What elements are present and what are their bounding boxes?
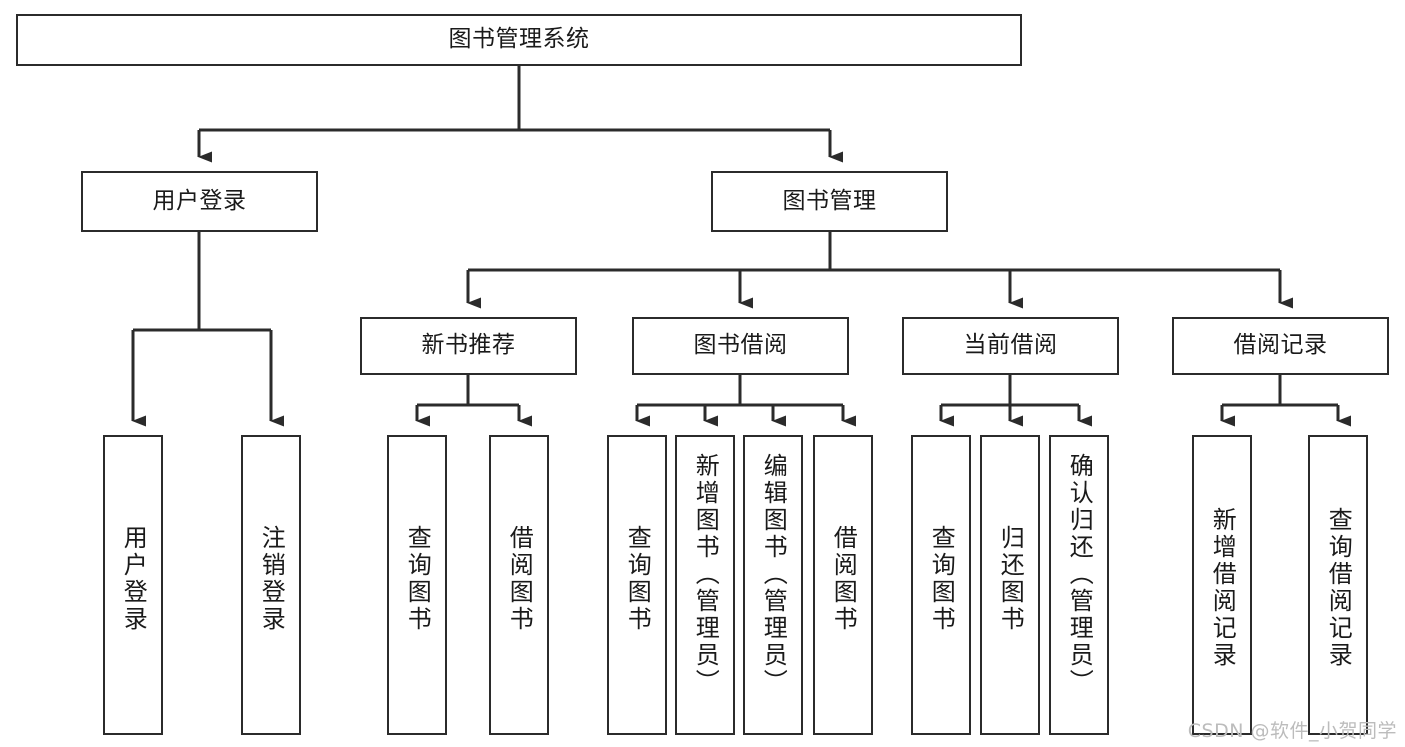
node-label: 归还图书 <box>996 525 1025 633</box>
leaf-borrow-record-query[interactable]: 查询借阅记录 <box>1308 435 1368 735</box>
node-book-management[interactable]: 图书管理 <box>711 171 948 232</box>
node-label: 用户登录 <box>119 525 148 633</box>
leaf-book-borrow-edit-admin[interactable]: 编辑图书（管理员） <box>743 435 803 735</box>
node-user-login[interactable]: 用户登录 <box>81 171 318 232</box>
leaf-book-borrow-query[interactable]: 查询图书 <box>607 435 667 735</box>
leaf-current-borrow-query[interactable]: 查询图书 <box>911 435 971 735</box>
node-label: 查询图书 <box>403 525 432 633</box>
node-label: 确认归还（管理员） <box>1065 453 1094 696</box>
node-label: 图书借阅 <box>693 332 788 359</box>
node-label: 新书推荐 <box>421 332 516 359</box>
node-label: 查询借阅记录 <box>1324 507 1353 669</box>
node-borrow-record[interactable]: 借阅记录 <box>1172 317 1389 375</box>
node-label: 编辑图书（管理员） <box>759 453 788 696</box>
node-new-book-recommend[interactable]: 新书推荐 <box>360 317 577 375</box>
leaf-current-borrow-confirm-admin[interactable]: 确认归还（管理员） <box>1049 435 1109 735</box>
node-label: 用户登录 <box>152 187 247 214</box>
leaf-book-borrow-add-admin[interactable]: 新增图书（管理员） <box>675 435 735 735</box>
node-label: 新增图书（管理员） <box>691 453 720 696</box>
node-label: 新增借阅记录 <box>1208 507 1237 669</box>
node-label: 注销登录 <box>257 525 286 633</box>
node-label: 借阅图书 <box>505 525 534 633</box>
node-root-system[interactable]: 图书管理系统 <box>16 14 1022 66</box>
leaf-new-book-borrow[interactable]: 借阅图书 <box>489 435 549 735</box>
node-label: 查询图书 <box>927 525 956 633</box>
leaf-current-borrow-return[interactable]: 归还图书 <box>980 435 1040 735</box>
leaf-borrow-record-add[interactable]: 新增借阅记录 <box>1192 435 1252 735</box>
node-label: 当前借阅 <box>963 332 1058 359</box>
leaf-user-login-logout[interactable]: 注销登录 <box>241 435 301 735</box>
leaf-book-borrow-borrow[interactable]: 借阅图书 <box>813 435 873 735</box>
node-label: 查询图书 <box>623 525 652 633</box>
node-label: 借阅记录 <box>1233 332 1328 359</box>
node-book-borrow[interactable]: 图书借阅 <box>632 317 849 375</box>
node-current-borrow[interactable]: 当前借阅 <box>902 317 1119 375</box>
leaf-new-book-query[interactable]: 查询图书 <box>387 435 447 735</box>
node-label: 借阅图书 <box>829 525 858 633</box>
watermark-text: CSDN @软件_小贺同学 <box>1187 720 1397 742</box>
node-label: 图书管理系统 <box>448 26 590 53</box>
node-label: 图书管理 <box>782 187 877 214</box>
leaf-user-login-login[interactable]: 用户登录 <box>103 435 163 735</box>
